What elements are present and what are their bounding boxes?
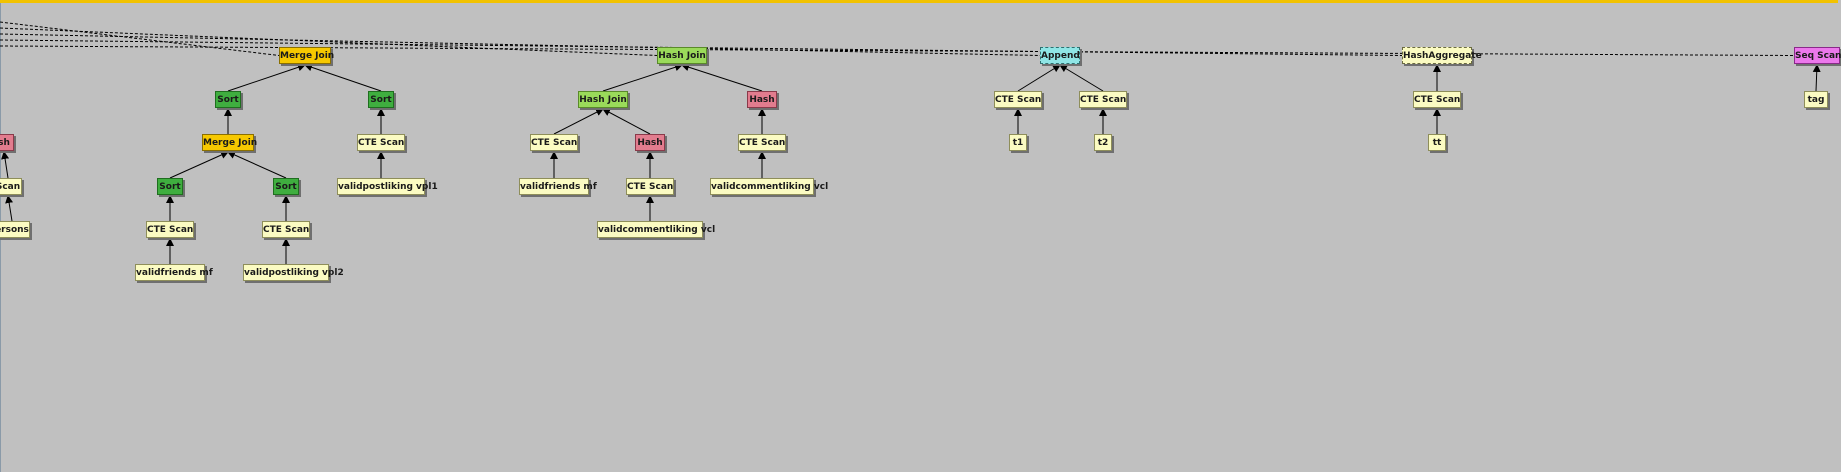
cte-scan-node[interactable]: CTE Scan [1079, 91, 1127, 108]
plan-edge [1059, 64, 1104, 92]
root-link-dashed [0, 45, 1795, 56]
merge-join-node[interactable]: Merge Join [279, 47, 334, 64]
cte-scan-node[interactable]: CTE Scan [357, 134, 405, 151]
plan-edge [304, 63, 382, 92]
sort-node[interactable]: Sort [273, 178, 299, 195]
relation-validfriends[interactable]: validfriends mf [519, 178, 597, 195]
plan-edge [602, 63, 683, 92]
relation-persons-partial[interactable]: ersons [0, 221, 30, 238]
plan-edge [602, 108, 651, 135]
hash-aggregate-node[interactable]: HashAggregate [1402, 47, 1482, 64]
relation-t2[interactable]: t2 [1094, 134, 1112, 151]
hash-node[interactable]: Hash [635, 134, 665, 151]
plan-edge [1017, 64, 1061, 92]
cte-scan-node[interactable]: CTE Scan [738, 134, 786, 151]
cte-scan-node[interactable]: CTE Scan [146, 221, 194, 238]
relation-validpostliking[interactable]: validpostliking vpl1 [337, 178, 438, 195]
relation-t1[interactable]: t1 [1009, 134, 1027, 151]
cte-scan-node[interactable]: CTE Scan [626, 178, 674, 195]
cte-scan-node[interactable]: CTE Scan [994, 91, 1042, 108]
hash-join-node[interactable]: Hash Join [657, 47, 707, 64]
relation-validfriends[interactable]: validfriends mf [135, 264, 213, 281]
relation-tt[interactable]: tt [1428, 134, 1446, 151]
sort-node[interactable]: Sort [157, 178, 183, 195]
cte-scan-node[interactable]: CTE Scan [262, 221, 310, 238]
plan-edge [1812, 64, 1821, 92]
sort-node[interactable]: Sort [368, 91, 394, 108]
cte-scan-node[interactable]: CTE Scan [530, 134, 578, 151]
plan-edge [681, 63, 763, 92]
append-node[interactable]: Append [1040, 47, 1080, 64]
merge-join-node[interactable]: Merge Join [202, 134, 257, 151]
relation-validpostliking[interactable]: validpostliking vpl2 [243, 264, 344, 281]
relation-validcommentliking[interactable]: validcommentliking vcl [710, 178, 828, 195]
cte-scan-node[interactable]: CTE Scan [1413, 91, 1461, 108]
root-link-dashed [0, 27, 658, 56]
root-link-dashed [0, 33, 1041, 56]
relation-validcommentliking[interactable]: validcommentliking vcl [597, 221, 715, 238]
plan-edge [1, 151, 10, 179]
plan-edge [553, 108, 604, 135]
plan-edge [5, 195, 14, 222]
seq-scan-node[interactable]: Seq Scan [1794, 47, 1841, 64]
hash-node[interactable]: Hash [747, 91, 777, 108]
cte-scan-node-partial[interactable]: Scan [0, 178, 22, 195]
hash-join-node[interactable]: Hash Join [578, 91, 628, 108]
root-link-dashed [0, 21, 280, 56]
sort-node[interactable]: Sort [215, 91, 241, 108]
plan-edge [227, 63, 306, 92]
plan-edge [169, 151, 229, 179]
window-top-border [0, 0, 1838, 3]
relation-tag[interactable]: tag [1804, 91, 1828, 108]
hash-node-partial[interactable]: sh [0, 134, 14, 151]
plan-edge [227, 151, 287, 179]
